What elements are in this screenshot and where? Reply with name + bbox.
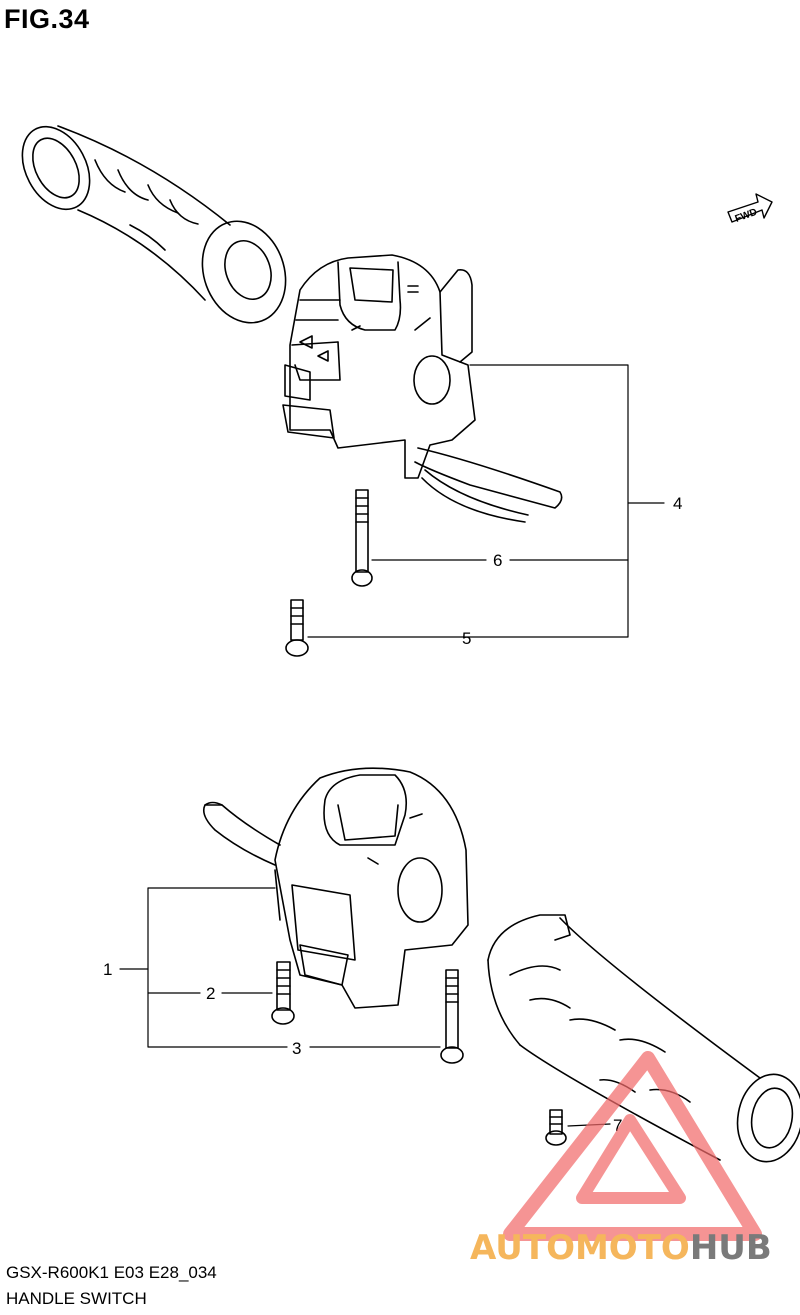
callout-2: 2 [206,984,215,1003]
bolt-6 [351,489,373,587]
bolt-5 [285,599,309,657]
left-handle-switch [282,254,563,523]
bolt-3 [440,969,464,1064]
callout-1: 1 [103,960,112,979]
figure-name: HANDLE SWITCH [6,1289,147,1308]
watermark-text: AUTOMOTOHUB [470,1228,772,1268]
watermark-logo-icon [503,1051,762,1241]
right-handle-switch [202,767,469,1009]
watermark-auto: AUTOMOTO [470,1228,690,1268]
leader-lines-bottom [119,887,611,1127]
figure-title: FIG.34 [4,4,90,34]
fwd-arrow-icon [727,193,773,223]
leader-lines-top [307,364,665,638]
bolt-7 [545,1109,567,1146]
callout-5: 5 [462,629,471,648]
right-grip [487,914,800,1163]
model-code: GSX-R600K1 E03 E28_034 [6,1263,217,1282]
watermark-hub: HUB [689,1228,772,1268]
callout-7: 7 [613,1116,622,1135]
callout-3: 3 [292,1039,301,1058]
bolt-2 [271,961,295,1025]
callout-6: 6 [493,551,502,570]
callout-4: 4 [673,494,682,513]
left-grip [21,125,287,324]
